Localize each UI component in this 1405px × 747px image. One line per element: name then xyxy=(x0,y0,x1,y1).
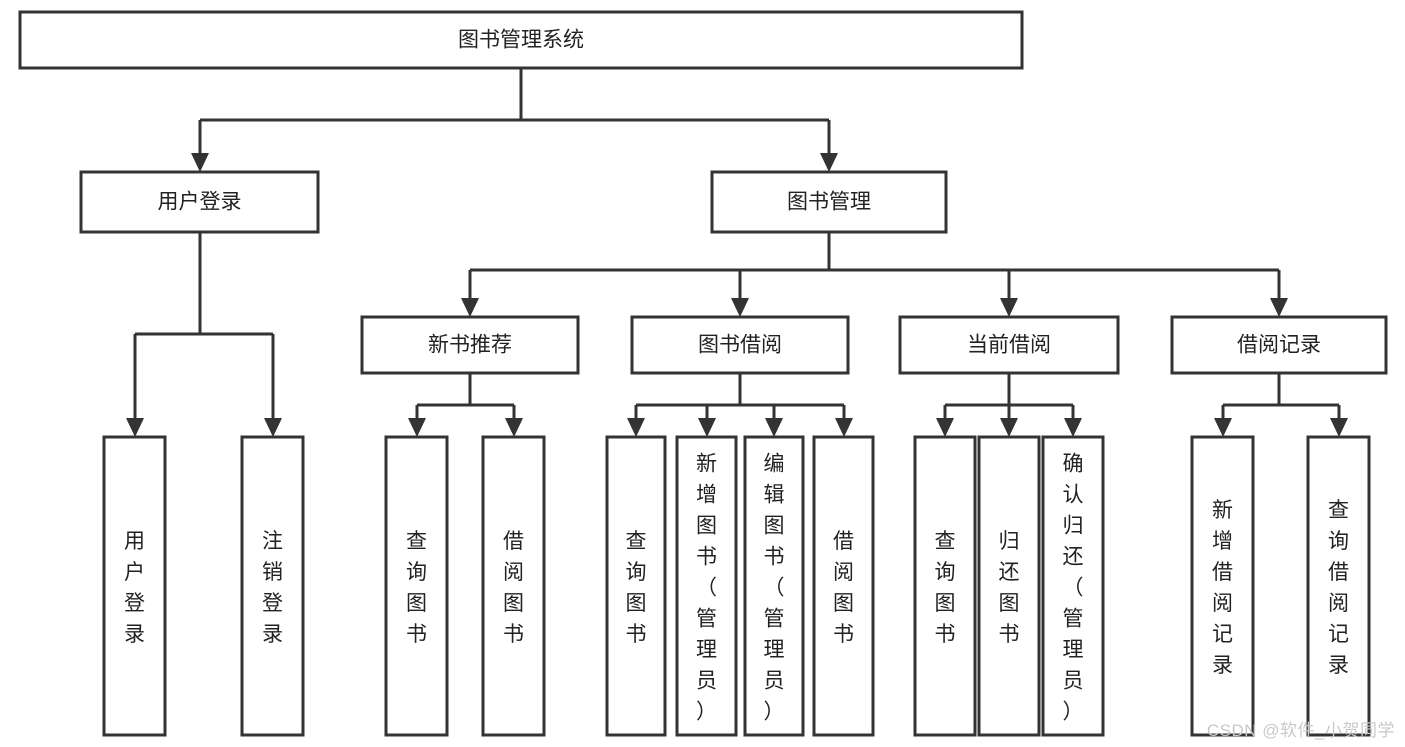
node-box-user_login xyxy=(79,170,320,234)
node-box-leaf_user_login xyxy=(102,435,167,737)
node-box-leaf_cur_return xyxy=(977,435,1041,737)
node-box-leaf_user_logout xyxy=(240,435,305,737)
node-leaf_rec_add[interactable]: 新增借阅记录 xyxy=(1190,435,1255,737)
node-label-leaf_borrow_do: 借阅图书 xyxy=(833,530,854,646)
node-book_borrow[interactable]: 图书借阅 xyxy=(630,315,850,375)
node-leaf_borrow_edit[interactable]: 编辑图书（管理员） xyxy=(743,435,805,737)
node-label-leaf_rec_search: 查询借阅记录 xyxy=(1328,499,1349,677)
node-box-leaf_borrow_edit xyxy=(743,435,805,737)
node-label-leaf_borrow_query: 查询图书 xyxy=(626,530,647,646)
node-box-borrow_record xyxy=(1170,315,1388,375)
node-label-borrow_record: 借阅记录 xyxy=(1237,334,1321,357)
node-leaf_user_login[interactable]: 用户登录 xyxy=(102,435,167,737)
node-borrow_record[interactable]: 借阅记录 xyxy=(1170,315,1388,375)
node-box-root xyxy=(18,10,1024,70)
node-box-current_borrow xyxy=(898,315,1120,375)
node-new_book_rec[interactable]: 新书推荐 xyxy=(360,315,580,375)
node-label-new_book_rec: 新书推荐 xyxy=(428,334,512,357)
node-leaf_cur_confirm[interactable]: 确认归还（管理员） xyxy=(1041,435,1105,737)
node-box-book_manage xyxy=(710,170,948,234)
nodes-layer: 图书管理系统用户登录图书管理新书推荐图书借阅当前借阅借阅记录用户登录注销登录查询… xyxy=(18,10,1388,737)
node-label-root: 图书管理系统 xyxy=(458,29,584,52)
node-label-book_borrow: 图书借阅 xyxy=(698,334,782,357)
node-leaf_rec_borrow[interactable]: 借阅图书 xyxy=(481,435,546,737)
node-current_borrow[interactable]: 当前借阅 xyxy=(898,315,1120,375)
node-box-leaf_rec_query xyxy=(384,435,449,737)
node-box-leaf_cur_confirm xyxy=(1041,435,1105,737)
node-leaf_rec_query[interactable]: 查询图书 xyxy=(384,435,449,737)
node-box-leaf_borrow_do xyxy=(812,435,875,737)
node-label-leaf_user_login: 用户登录 xyxy=(124,530,145,646)
node-label-book_manage: 图书管理 xyxy=(787,191,871,214)
node-leaf_borrow_query[interactable]: 查询图书 xyxy=(605,435,667,737)
node-label-leaf_rec_borrow: 借阅图书 xyxy=(503,530,524,646)
node-box-new_book_rec xyxy=(360,315,580,375)
node-label-leaf_cur_return: 归还图书 xyxy=(999,530,1020,646)
node-box-leaf_rec_search xyxy=(1306,435,1371,737)
node-label-leaf_borrow_edit: 编辑图书（管理员） xyxy=(764,453,785,724)
node-root[interactable]: 图书管理系统 xyxy=(18,10,1024,70)
node-box-leaf_rec_borrow xyxy=(481,435,546,737)
node-leaf_borrow_do[interactable]: 借阅图书 xyxy=(812,435,875,737)
csdn-watermark: CSDN @软件_小贺同学 xyxy=(1206,721,1395,740)
node-label-leaf_cur_confirm: 确认归还（管理员） xyxy=(1063,453,1084,724)
node-leaf_rec_search[interactable]: 查询借阅记录 xyxy=(1306,435,1371,737)
edges-layer xyxy=(126,68,1348,437)
node-box-leaf_cur_query xyxy=(913,435,977,737)
node-leaf_cur_return[interactable]: 归还图书 xyxy=(977,435,1041,737)
node-leaf_borrow_add[interactable]: 新增图书（管理员） xyxy=(675,435,738,737)
node-label-leaf_rec_add: 新增借阅记录 xyxy=(1212,499,1233,677)
node-leaf_cur_query[interactable]: 查询图书 xyxy=(913,435,977,737)
node-label-leaf_user_logout: 注销登录 xyxy=(262,530,283,646)
node-box-leaf_borrow_add xyxy=(675,435,738,737)
node-label-leaf_cur_query: 查询图书 xyxy=(935,530,956,646)
node-leaf_user_logout[interactable]: 注销登录 xyxy=(240,435,305,737)
node-box-leaf_borrow_query xyxy=(605,435,667,737)
node-label-user_login: 用户登录 xyxy=(158,191,242,214)
node-label-leaf_rec_query: 查询图书 xyxy=(406,530,427,646)
node-user_login[interactable]: 用户登录 xyxy=(79,170,320,234)
node-box-book_borrow xyxy=(630,315,850,375)
node-box-leaf_rec_add xyxy=(1190,435,1255,737)
node-label-current_borrow: 当前借阅 xyxy=(967,334,1051,357)
node-book_manage[interactable]: 图书管理 xyxy=(710,170,948,234)
node-label-leaf_borrow_add: 新增图书（管理员） xyxy=(696,453,717,724)
